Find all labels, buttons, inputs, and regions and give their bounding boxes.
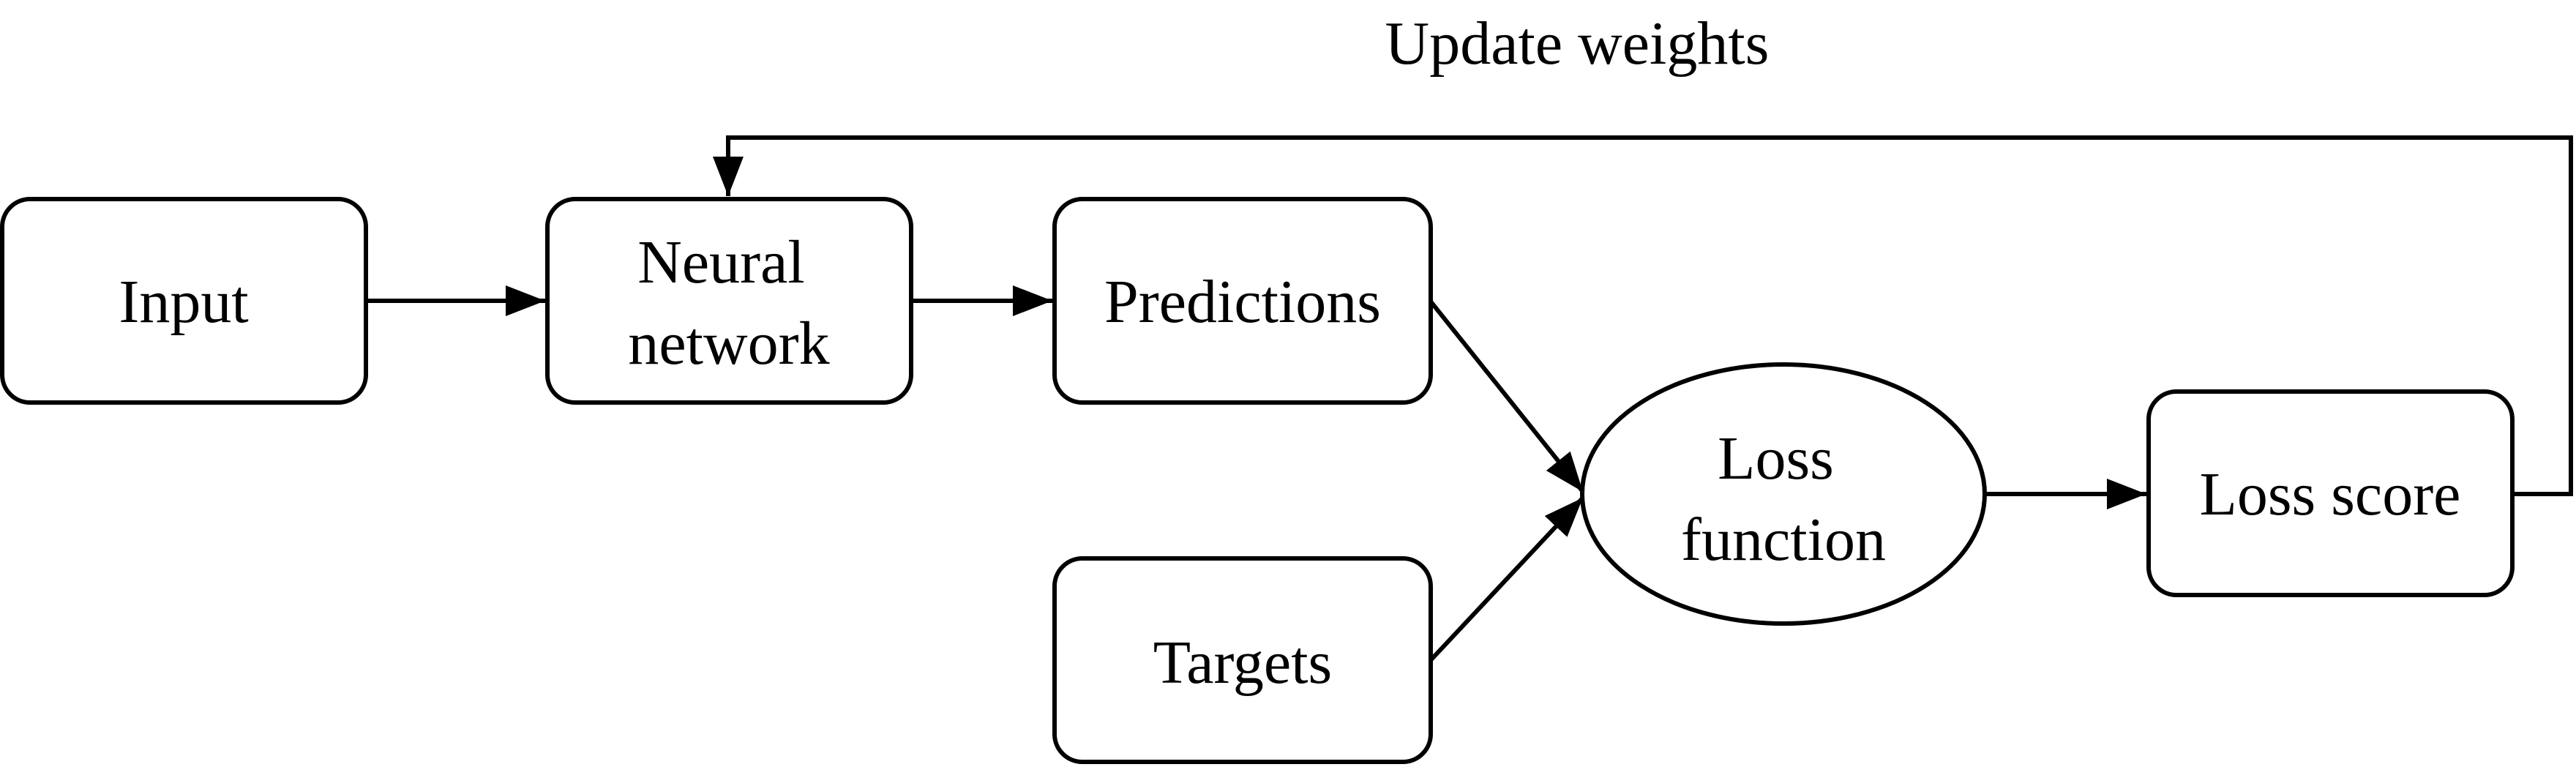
input-node: Input	[0, 197, 368, 405]
loss-function-node: Loss function	[1580, 362, 1987, 626]
neural-network-node-label: Neural network	[628, 228, 829, 378]
neural-network-node-label-line-2: network	[628, 310, 829, 378]
edge-update-weights-feedback	[713, 135, 2573, 496]
targets-node: Targets	[1052, 556, 1433, 764]
loss-function-node-label-line-2: function	[1681, 506, 1886, 574]
loss-function-node-label-line-1: Loss	[1718, 424, 1834, 493]
predictions-node-label: Predictions	[1104, 268, 1381, 336]
edge-targets-to-loss-function	[1429, 495, 1585, 662]
predictions-node: Predictions	[1052, 197, 1433, 405]
neural-network-node: Neural network	[545, 197, 913, 405]
neural-network-node-label-line-1: Neural	[637, 228, 805, 296]
loss-function-node-label: Loss function	[1681, 424, 1886, 574]
loss-score-node: Loss score	[2146, 389, 2515, 597]
update-weights-label: Update weights	[1385, 10, 1770, 78]
edge-predictions-to-loss-function	[1429, 300, 1585, 493]
targets-node-label: Targets	[1153, 629, 1333, 697]
input-node-label: Input	[119, 268, 248, 336]
loss-score-node-label: Loss score	[2200, 460, 2461, 528]
